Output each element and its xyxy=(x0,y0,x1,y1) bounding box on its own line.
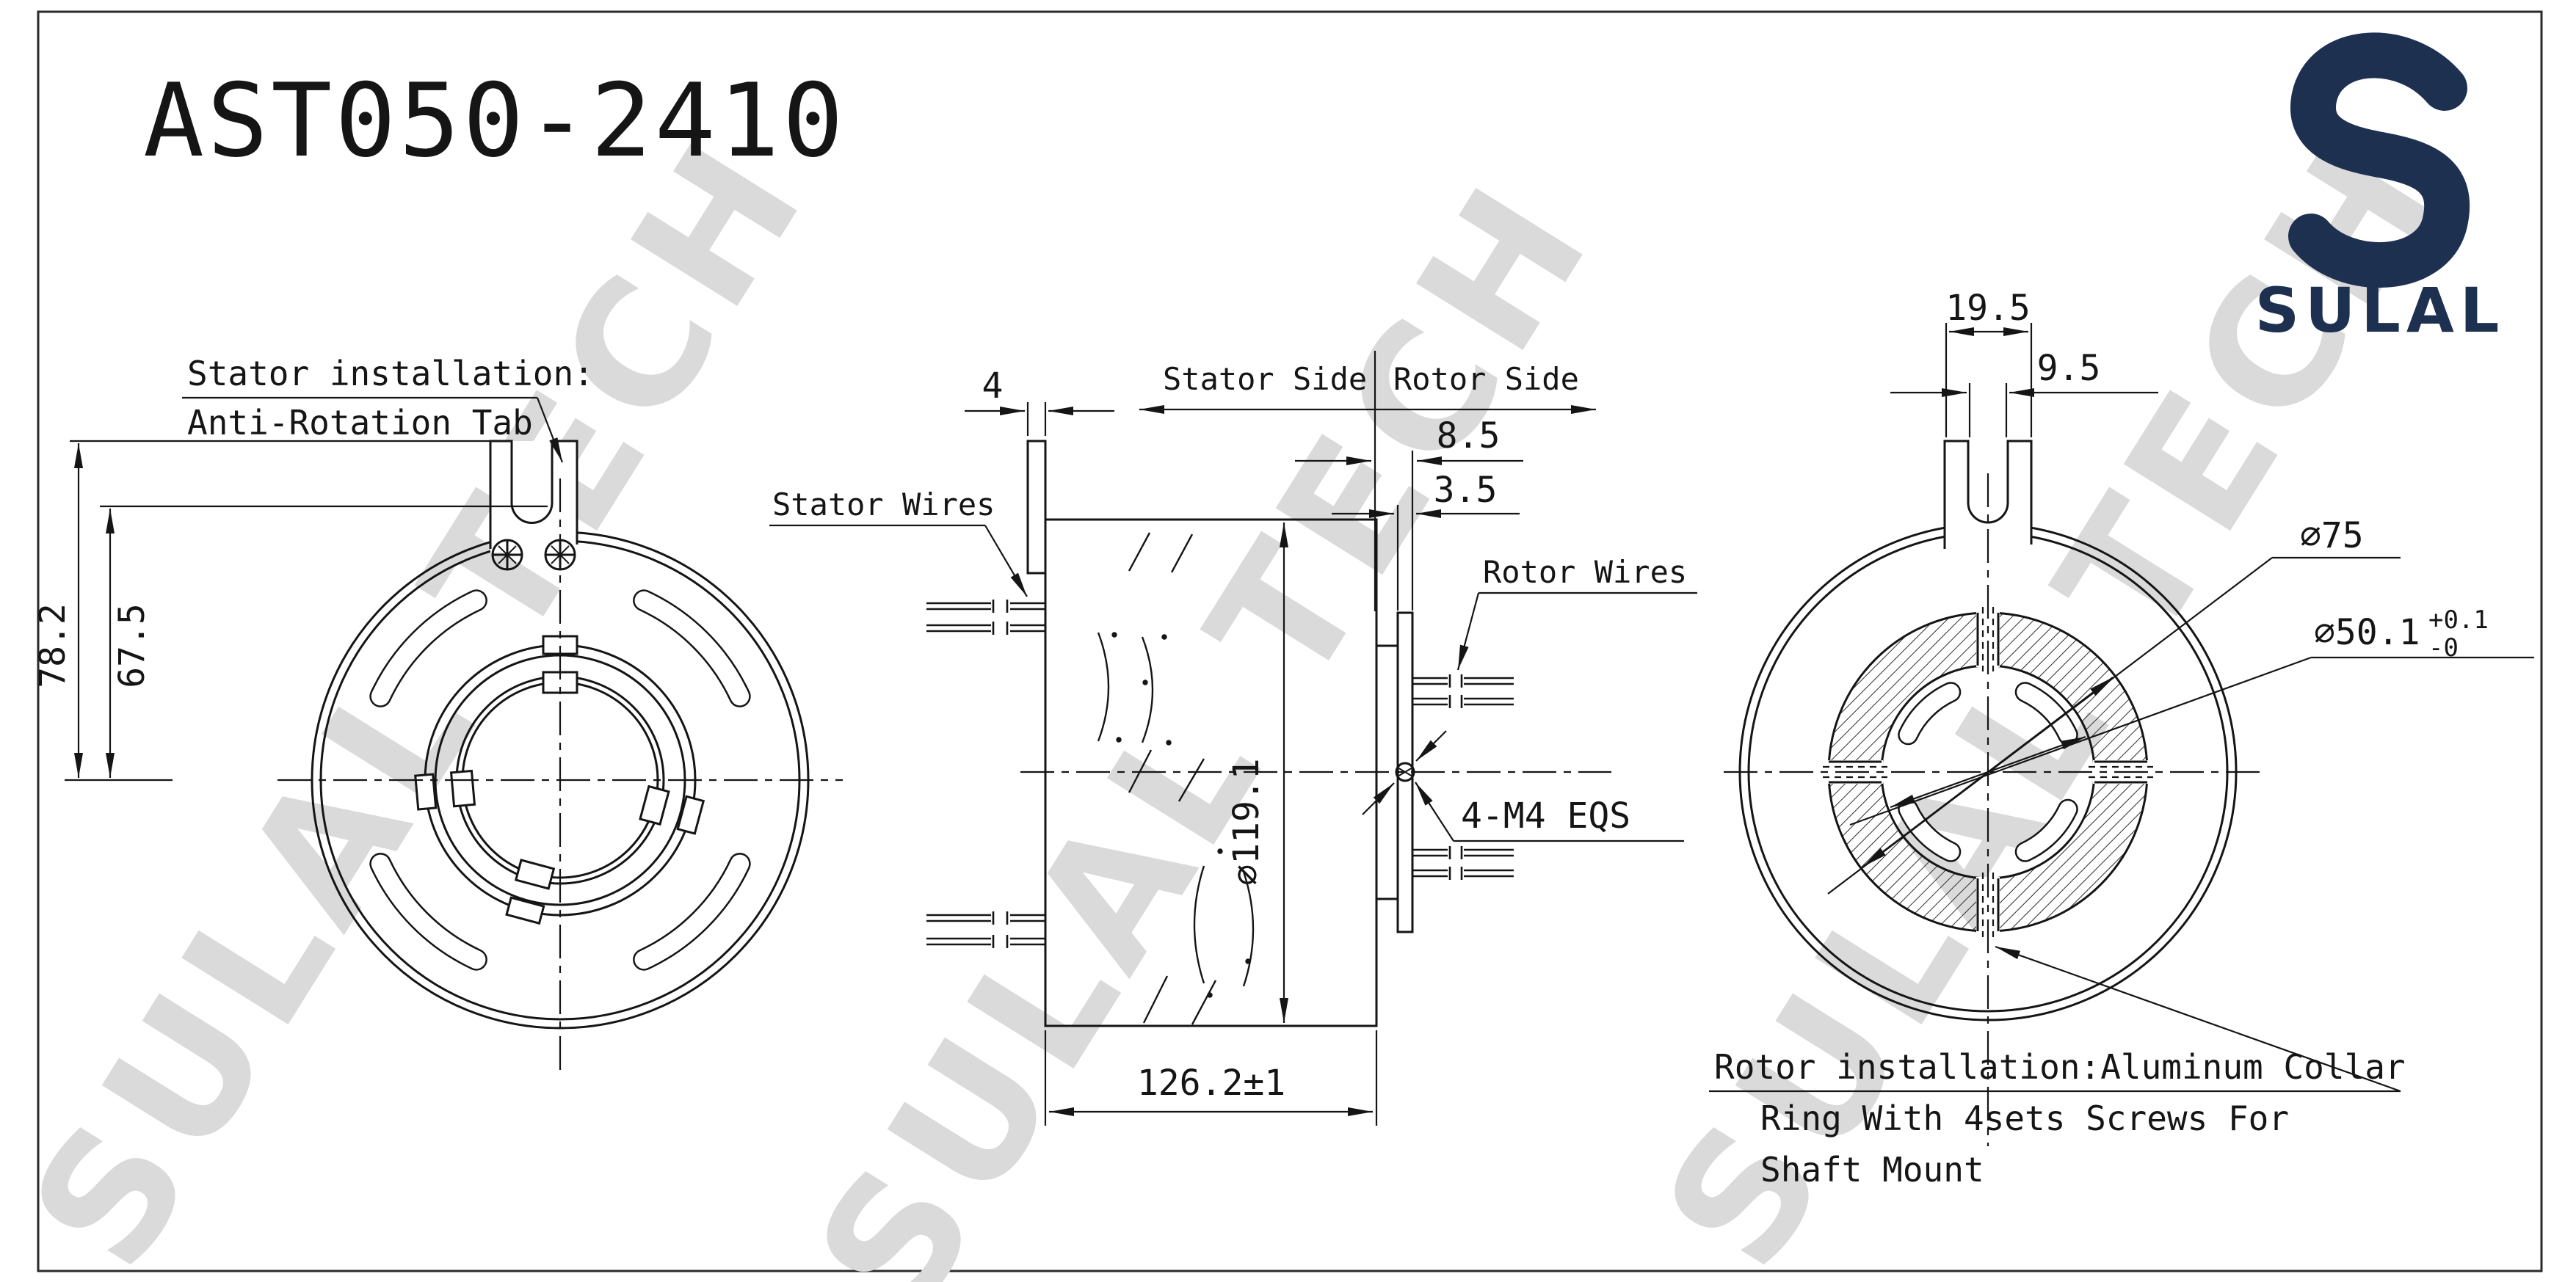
rotor-install-note-line3: Shaft Mount xyxy=(1760,1150,1984,1190)
dim-bore-tol-upper: +0.1 xyxy=(2428,605,2489,635)
watermark-text: SULAL TECH xyxy=(0,104,846,1282)
stator-install-note-line2: Anti-Rotation Tab xyxy=(187,403,533,442)
label-rotor-wires: Rotor Wires xyxy=(1483,554,1687,590)
dim-flange-diameter: ⌀75 xyxy=(2300,515,2364,556)
rear-view xyxy=(1738,440,2238,1021)
side-stator-wires xyxy=(926,600,1045,948)
label-stator-wires: Stator Wires xyxy=(772,487,995,522)
label-rotor-side: Rotor Side xyxy=(1393,361,1579,397)
rear-arc-slots xyxy=(1898,682,2078,862)
side-tab xyxy=(1026,440,1047,575)
label-screw-callout: 4-M4 EQS xyxy=(1461,795,1630,837)
dim-67-5: 67.5 xyxy=(112,603,153,688)
dim-9-5: 9.5 xyxy=(2037,348,2101,389)
side-break-marks xyxy=(1097,532,1255,1025)
dim-8-5: 8.5 xyxy=(1437,415,1501,456)
front-anti-rotation-tab xyxy=(489,440,578,571)
dim-3-5: 3.5 xyxy=(1434,470,1498,511)
rotor-install-note-line2: Ring With 4sets Screws For xyxy=(1760,1099,2289,1138)
rear-collar-hatch-ring xyxy=(1829,613,2147,931)
dim-bore-tol-lower: -0 xyxy=(2428,633,2459,663)
stator-install-note-line1: Stator installation: xyxy=(187,354,594,393)
side-rotor-wires xyxy=(1412,674,1514,880)
page-border xyxy=(37,10,2543,1272)
label-stator-side: Stator Side xyxy=(1163,361,1367,397)
dim-19-5: 19.5 xyxy=(1945,288,2031,329)
front-view xyxy=(311,440,810,1030)
dim-bore-diameter: ⌀50.1 xyxy=(2314,612,2420,653)
dim-overall-length: 126.2±1 xyxy=(1137,1063,1285,1104)
dim-body-diameter: ⌀119.1 xyxy=(1226,758,1267,885)
dim-78-2: 78.2 xyxy=(32,603,73,688)
logo-s-icon xyxy=(2288,32,2470,288)
dimension-geometry xyxy=(65,323,2534,1126)
front-arc-slots xyxy=(369,589,751,971)
dim-4: 4 xyxy=(982,365,1004,407)
rotor-install-note-line1: Rotor installation:Aluminum Collar xyxy=(1714,1047,2406,1087)
brand-logo: SULAL xyxy=(2255,32,2506,346)
annotation-text: Stator installation: Anti-Rotation Tab 7… xyxy=(32,288,2489,1190)
brand-name: SULAL xyxy=(2255,274,2506,346)
page-title: AST050-2410 xyxy=(143,62,846,180)
